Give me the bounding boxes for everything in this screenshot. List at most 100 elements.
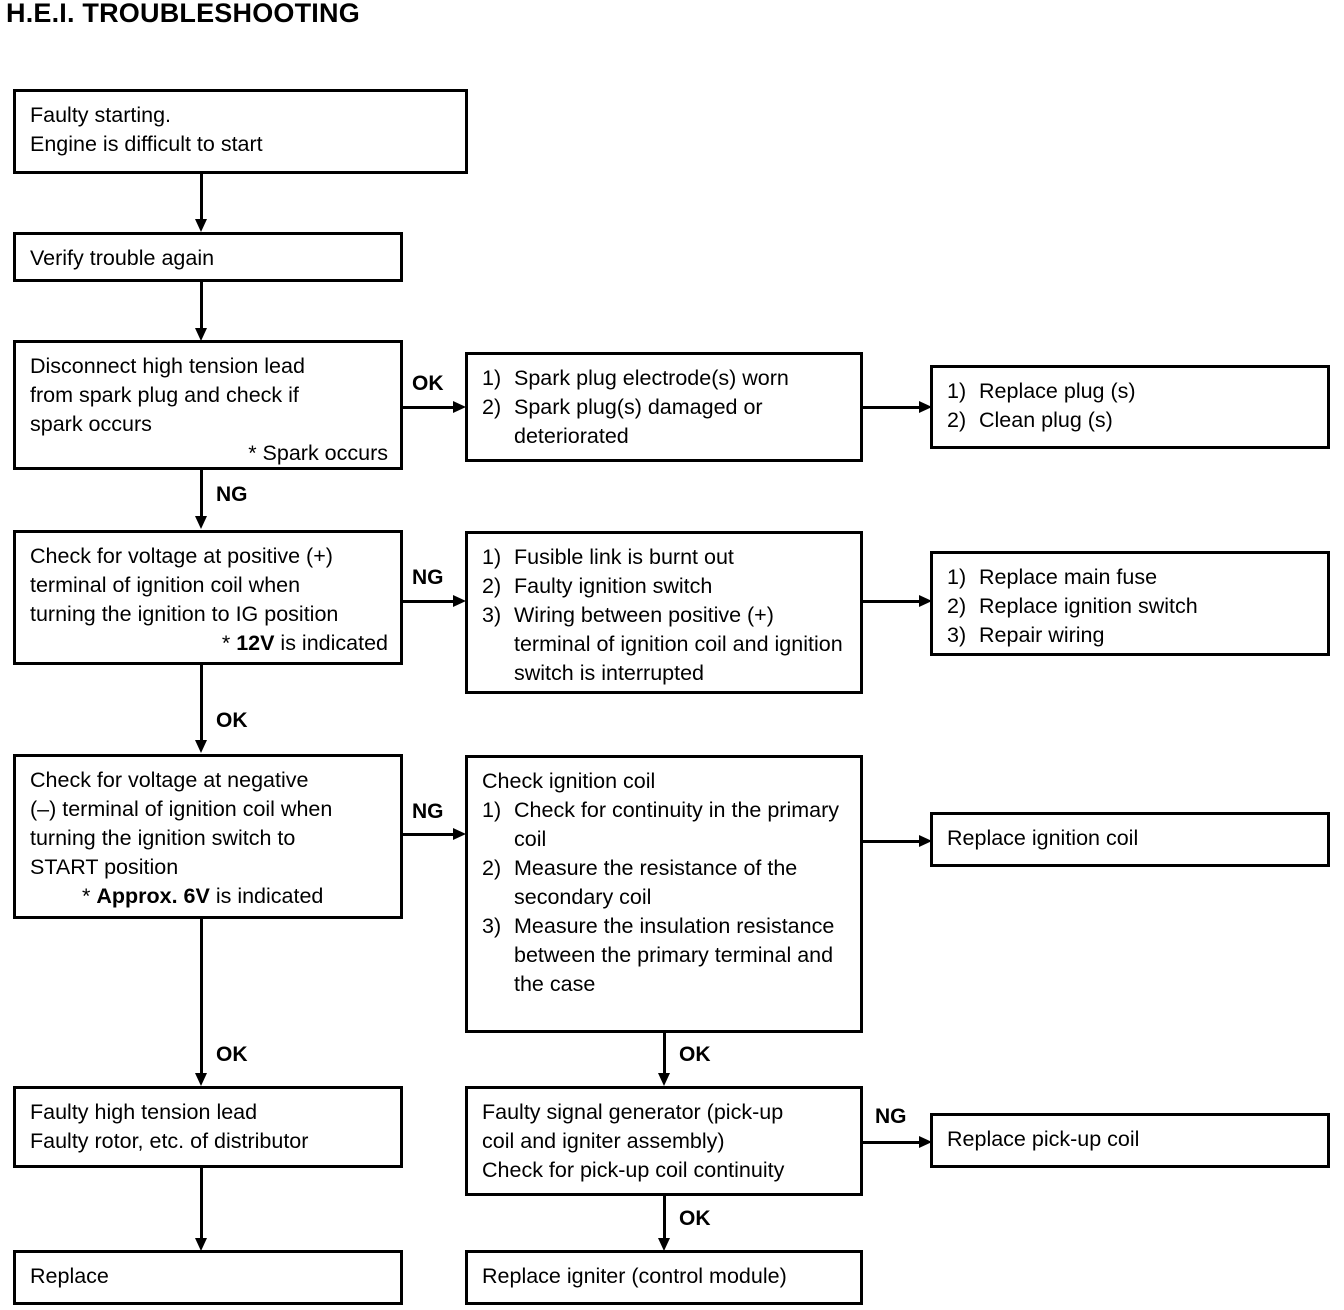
list-item-text: Measure the insulation resistance betwee…: [514, 914, 835, 996]
list-item-text: Spark plug electrode(s) worn: [514, 366, 789, 390]
node-replace-igniter: Replace igniter (control module): [465, 1250, 863, 1305]
list-item: 1)Fusible link is burnt out: [482, 543, 848, 572]
list-item: 2) Faulty ignition switch: [482, 572, 848, 601]
node-note: * Spark occurs: [248, 441, 388, 465]
edge-label-ng-positive-causes: NG: [412, 566, 444, 589]
connector-signal-to-replace-igniter: [663, 1196, 666, 1240]
list-item: 3)Measure the insulation resistance betw…: [482, 912, 848, 999]
arrow-right-icon: [919, 1136, 932, 1148]
arrow-down-icon: [195, 1073, 207, 1086]
list-item-text: Clean plug (s): [979, 408, 1113, 432]
arrow-down-icon: [195, 328, 207, 341]
node-line: Check for voltage at negative: [30, 768, 309, 792]
arrow-right-icon: [453, 401, 466, 413]
note-prefix: *: [221, 631, 237, 655]
list-item-text: Replace ignition switch: [979, 594, 1198, 618]
node-note: * 12V is indicated: [30, 629, 388, 658]
edge-label-ng-positive: NG: [216, 483, 248, 506]
node-replace-coil: Replace ignition coil: [930, 812, 1330, 867]
connector-positive-to-negative: [200, 665, 203, 742]
page-title: H.E.I. TROUBLESHOOTING: [6, 0, 360, 28]
connector-causes-to-remedy: [863, 406, 925, 409]
connector-faulty-to-verify: [200, 174, 203, 221]
node-line: Replace pick-up coil: [947, 1127, 1140, 1151]
list-item-text: Replace main fuse: [979, 565, 1158, 589]
note-suffix: is indicated: [274, 631, 388, 655]
node-line: Faulty high tension lead: [30, 1100, 258, 1124]
node-line: Faulty starting.: [30, 103, 171, 127]
connector-positive-to-causes: [403, 600, 458, 603]
connector-coil-to-replace-coil: [863, 840, 925, 843]
list-item: 2)Spark plug(s) damaged or deteriorated: [482, 393, 848, 451]
node-line: Check for voltage at positive (+): [30, 544, 333, 568]
node-line: spark occurs: [30, 412, 152, 436]
connector-negative-to-faulty-lead: [200, 919, 203, 1076]
connector-positive-causes-to-remedy: [863, 600, 925, 603]
list-item: 3) Repair wiring: [947, 621, 1315, 650]
edge-label-ok-negative: OK: [216, 709, 248, 732]
edge-label-ok-replace-igniter: OK: [679, 1207, 711, 1230]
node-check-positive: Check for voltage at positive (+) termin…: [13, 530, 403, 665]
node-line: Verify trouble again: [30, 246, 215, 270]
arrow-right-icon: [453, 828, 466, 840]
node-line: terminal of ignition coil when: [30, 573, 301, 597]
node-line: Check for pick-up coil continuity: [482, 1158, 785, 1182]
node-spark-plug-remedy: 1) Replace plug (s) 2) Clean plug (s): [930, 365, 1330, 449]
list-item-number: 1): [482, 798, 502, 822]
list-item: 1)Check for continuity in the primary co…: [482, 796, 848, 854]
list-item: 1) Replace plug (s): [947, 377, 1315, 406]
list-item-number: 2): [482, 574, 502, 598]
list-item: 1)Replace main fuse: [947, 563, 1315, 592]
list-item: 2) Clean plug (s): [947, 406, 1315, 435]
node-faulty-signal-generator: Faulty signal generator (pick-up coil an…: [465, 1086, 863, 1196]
list-item: 2)Measure the resistance of the secondar…: [482, 854, 848, 912]
arrow-down-icon: [658, 1073, 670, 1086]
list-item-number: 3): [482, 603, 502, 627]
list-item-number: 1): [482, 545, 502, 569]
list-item-number: 2): [482, 856, 502, 880]
list-item: 3)Wiring between positive (+) terminal o…: [482, 601, 848, 688]
node-positive-causes: 1)Fusible link is burnt out 2) Faulty ign…: [465, 531, 863, 694]
list-item-number: 3): [947, 623, 967, 647]
arrow-right-icon: [919, 835, 932, 847]
node-line: Disconnect high tension lead: [30, 354, 305, 378]
connector-negative-to-coil: [403, 833, 458, 836]
arrow-right-icon: [453, 595, 466, 607]
note-suffix: is indicated: [209, 884, 324, 908]
arrow-right-icon: [919, 595, 932, 607]
node-faulty-starting: Faulty starting. Engine is difficult to …: [13, 89, 468, 174]
node-line: Faulty rotor, etc. of distributor: [30, 1129, 309, 1153]
list-item-text: Repair wiring: [979, 623, 1105, 647]
note-prefix: *: [82, 884, 97, 908]
node-disconnect-lead: Disconnect high tension lead from spark …: [13, 340, 403, 470]
node-verify-trouble: Verify trouble again: [13, 232, 403, 282]
node-replace-pickup: Replace pick-up coil: [930, 1113, 1330, 1168]
connector-disconnect-to-positive: [200, 470, 203, 518]
node-line: Engine is difficult to start: [30, 132, 263, 156]
node-line: START position: [30, 855, 179, 879]
arrow-down-icon: [195, 1238, 207, 1251]
list-item-number: 1): [482, 366, 502, 390]
node-line: Faulty signal generator (pick-up: [482, 1100, 784, 1124]
note-value: Approx. 6V: [96, 884, 210, 908]
list-item-text: Replace plug (s): [979, 379, 1136, 403]
node-line: turning the ignition switch to: [30, 826, 296, 850]
list-item: 2)Replace ignition switch: [947, 592, 1315, 621]
list-item-number: 2): [482, 395, 502, 419]
edge-label-ok-signal-generator: OK: [679, 1043, 711, 1066]
connector-coil-to-signal-generator: [663, 1033, 666, 1076]
node-line: coil and igniter assembly): [482, 1129, 725, 1153]
arrow-down-icon: [658, 1238, 670, 1251]
connector-verify-to-disconnect: [200, 282, 203, 330]
node-faulty-lead: Faulty high tension lead Faulty rotor, e…: [13, 1086, 403, 1168]
list-item-text: Faulty ignition switch: [514, 574, 713, 598]
list-item-number: 2): [947, 408, 967, 432]
node-positive-remedy: 1)Replace main fuse 2)Replace ignition s…: [930, 551, 1330, 656]
node-line: (–) terminal of ignition coil when: [30, 797, 333, 821]
arrow-down-icon: [195, 516, 207, 529]
note-value: 12V: [236, 631, 275, 655]
node-line: Replace igniter (control module): [482, 1264, 787, 1288]
edge-label-ng-replace-pickup: NG: [875, 1105, 907, 1128]
list-item-number: 1): [947, 379, 967, 403]
